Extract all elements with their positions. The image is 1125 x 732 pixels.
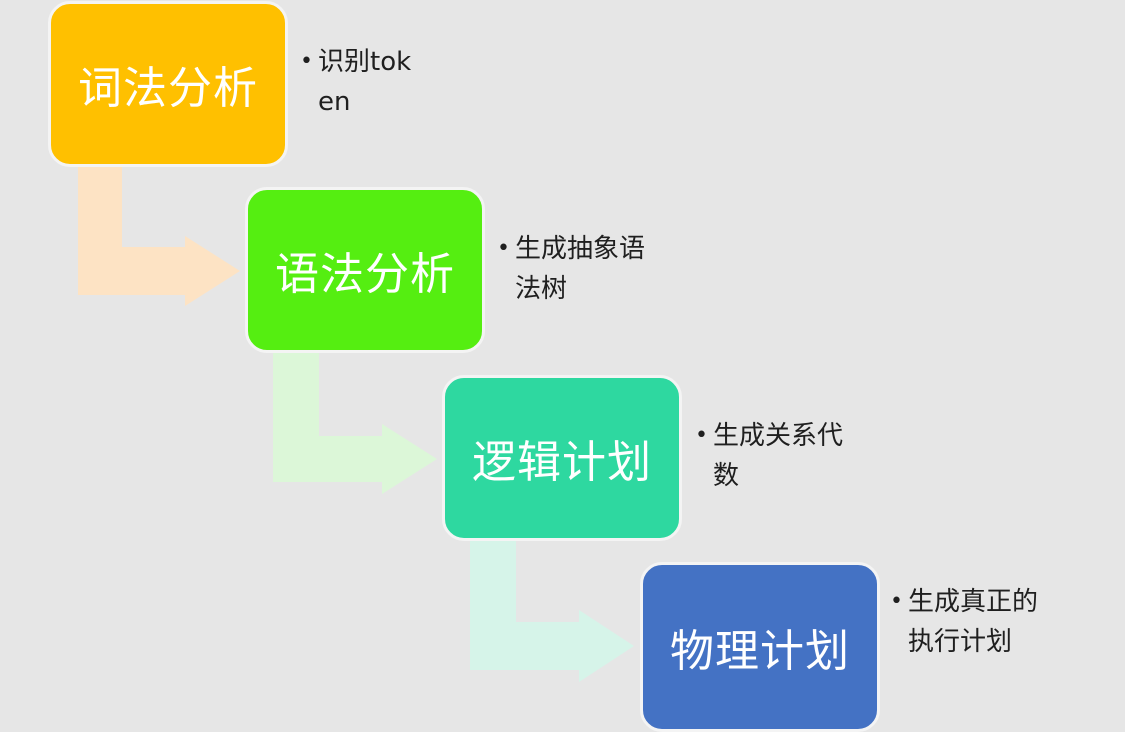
step-description-text: 识别token (318, 47, 412, 117)
bullet-icon: • (890, 589, 903, 614)
step-box-logical-plan: 逻辑计划 (442, 375, 682, 541)
connector-arrow-3 (470, 541, 634, 682)
bullet-icon: • (497, 236, 510, 261)
step-description: • 生成抽象语法树 (497, 229, 662, 309)
step-box-lexical-analysis: 词法分析 (48, 1, 288, 167)
connector-arrow-2 (273, 353, 437, 494)
step-description: • 识别token (300, 42, 425, 122)
step-title: 物理计划 (670, 626, 850, 677)
step-description-text: 生成抽象语法树 (515, 234, 646, 304)
step-description-text: 生成关系代数 (713, 421, 844, 491)
step-description: • 生成关系代数 (695, 416, 860, 496)
connector-arrow-1 (78, 167, 240, 306)
step-description: • 生成真正的执行计划 (890, 582, 1055, 662)
step-box-physical-plan: 物理计划 (640, 562, 880, 732)
bullet-icon: • (300, 49, 313, 74)
step-box-syntax-analysis: 语法分析 (245, 187, 485, 353)
step-title: 词法分析 (78, 63, 258, 114)
bullet-icon: • (695, 423, 708, 448)
step-title: 语法分析 (275, 249, 455, 300)
step-title: 逻辑计划 (472, 437, 652, 488)
step-description-text: 生成真正的执行计划 (908, 587, 1039, 657)
